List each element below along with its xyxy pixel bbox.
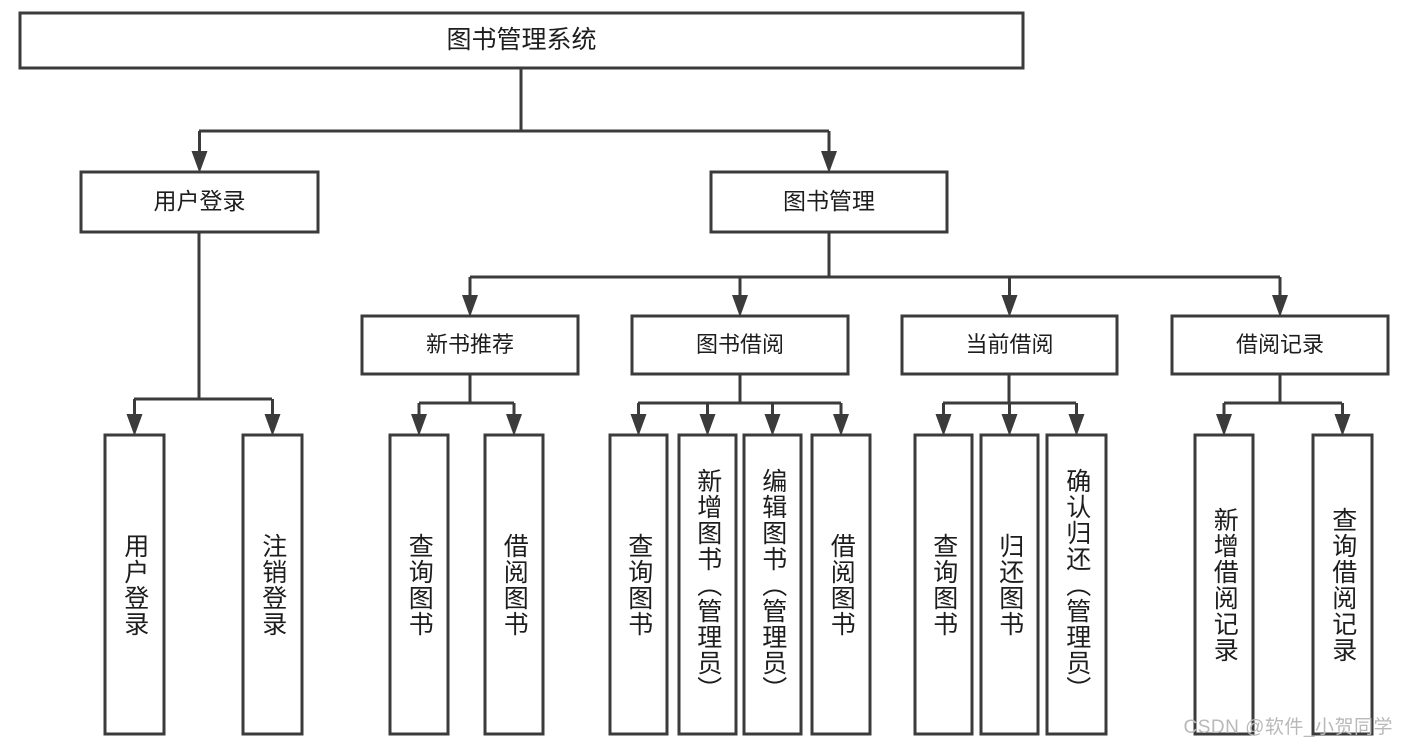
edge-book_borrow-to-leaf_borrow_book_b [833, 403, 849, 436]
node-label-book-mgmt: 图书管理 [783, 188, 875, 214]
edge-book_mgmt-to-book_borrow [732, 277, 748, 317]
edges-layer [126, 68, 1351, 436]
node-leaf-user-login[interactable] [103, 433, 166, 736]
arrow-head-leaf_borrow_book_b [833, 414, 849, 436]
edge-book_mgmt-to-new_book_rec [462, 277, 478, 317]
node-leaf-user-logout[interactable] [241, 433, 304, 736]
node-box-leaf-borrow-book-rec[interactable] [483, 433, 545, 736]
node-leaf-return-book[interactable] [979, 433, 1040, 736]
user-login-bus [134, 232, 272, 401]
node-leaf-add-record[interactable] [1193, 433, 1255, 736]
arrow-head-borrow_record [1272, 295, 1288, 317]
node-box-root[interactable] [18, 11, 1025, 70]
edge-root-to-user_login [191, 131, 208, 173]
node-box-user-login[interactable] [79, 170, 320, 234]
node-leaf-add-book[interactable] [677, 433, 738, 736]
arrow-head-leaf_query_book_b [630, 414, 647, 436]
node-box-borrow-record[interactable] [1170, 314, 1390, 376]
node-box-book-borrow[interactable] [630, 314, 850, 376]
book-mgmt-bus [470, 232, 1280, 279]
arrow-head-leaf_add_record [1216, 414, 1232, 436]
node-user-login[interactable]: 用户登录 [79, 170, 320, 234]
edge-book_borrow-to-leaf_edit_book [764, 403, 781, 436]
node-book-borrow[interactable]: 图书借阅 [630, 314, 850, 376]
node-box-leaf-user-login[interactable] [103, 433, 166, 736]
arrow-head-current_borrow [1001, 295, 1018, 317]
arrow-head-leaf_add_book [699, 414, 716, 436]
root-bus [199, 68, 829, 133]
node-box-leaf-borrow-book-b[interactable] [810, 433, 872, 736]
borrow-record-bus [1224, 374, 1342, 405]
edge-borrow_record-to-leaf_query_record [1334, 403, 1351, 436]
edge-book_borrow-to-leaf_query_book_b [630, 403, 647, 436]
edge-borrow_record-to-leaf_add_record [1216, 403, 1232, 436]
node-box-leaf-confirm-return[interactable] [1045, 433, 1108, 736]
arrow-head-user_login [191, 151, 208, 173]
node-root[interactable]: 图书管理系统 [18, 11, 1025, 70]
edge-book_mgmt-to-current_borrow [1001, 277, 1018, 317]
node-box-leaf-add-record[interactable] [1193, 433, 1255, 736]
node-leaf-query-book-rec[interactable] [388, 433, 450, 736]
arrow-head-leaf_query_record [1334, 414, 1351, 436]
node-box-leaf-add-book[interactable] [677, 433, 738, 736]
node-leaf-query-book-b[interactable] [608, 433, 669, 736]
node-label-book-borrow: 图书借阅 [696, 332, 784, 357]
node-leaf-query-record[interactable] [1311, 433, 1374, 736]
node-borrow-record[interactable]: 借阅记录 [1170, 314, 1390, 376]
arrow-head-leaf_return_book [1001, 414, 1018, 436]
node-box-book-mgmt[interactable] [709, 170, 949, 234]
node-leaf-borrow-book-rec[interactable] [483, 433, 545, 736]
current-borrow-bus [943, 374, 1076, 405]
edge-current_borrow-to-leaf_confirm_return [1068, 403, 1085, 436]
node-label-current-borrow: 当前借阅 [965, 332, 1053, 357]
edge-book_borrow-to-leaf_add_book [699, 403, 716, 436]
node-box-leaf-query-book-b[interactable] [608, 433, 669, 736]
node-leaf-confirm-return[interactable] [1045, 433, 1108, 736]
edge-new_book_rec-to-leaf_borrow_book_rec [506, 403, 522, 436]
node-box-leaf-user-logout[interactable] [241, 433, 304, 736]
node-book-mgmt[interactable]: 图书管理 [709, 170, 949, 234]
arrow-head-leaf_borrow_book_rec [506, 414, 522, 436]
edge-current_borrow-to-leaf_return_book [1001, 403, 1018, 436]
node-new-book-rec[interactable]: 新书推荐 [360, 314, 580, 376]
node-label-borrow-record: 借阅记录 [1236, 332, 1324, 357]
arrow-head-book_mgmt [821, 151, 837, 173]
arrow-head-leaf_confirm_return [1068, 414, 1085, 436]
edge-user_login-to-leaf_user_login [126, 399, 143, 436]
node-box-leaf-query-book-rec[interactable] [388, 433, 450, 736]
node-box-new-book-rec[interactable] [360, 314, 580, 376]
node-box-current-borrow[interactable] [900, 314, 1119, 376]
node-leaf-query-book-c[interactable] [913, 433, 974, 736]
node-leaf-borrow-book-b[interactable] [810, 433, 872, 736]
node-box-leaf-return-book[interactable] [979, 433, 1040, 736]
arrow-head-book_borrow [732, 295, 748, 317]
edge-user_login-to-leaf_user_logout [264, 399, 281, 436]
edge-book_mgmt-to-borrow_record [1272, 277, 1288, 317]
arrow-head-new_book_rec [462, 295, 478, 317]
arrow-head-leaf_edit_book [764, 414, 781, 436]
node-leaf-edit-book[interactable] [742, 433, 803, 736]
edge-new_book_rec-to-leaf_query_book_rec [411, 403, 427, 436]
edge-current_borrow-to-leaf_query_book_c [935, 403, 952, 436]
node-current-borrow[interactable]: 当前借阅 [900, 314, 1119, 376]
arrow-head-leaf_query_book_c [935, 414, 952, 436]
arrow-head-leaf_user_logout [264, 414, 281, 436]
new-book-bus [419, 374, 514, 405]
node-label-new-book-rec: 新书推荐 [426, 332, 514, 357]
node-box-leaf-edit-book[interactable] [742, 433, 803, 736]
node-box-leaf-query-record[interactable] [1311, 433, 1374, 736]
book-borrow-bus [638, 374, 841, 405]
node-label-root: 图书管理系统 [446, 26, 596, 54]
arrow-head-leaf_user_login [126, 414, 143, 436]
node-label-user-login: 用户登录 [154, 188, 246, 214]
arrow-head-leaf_query_book_rec [411, 414, 427, 436]
node-box-leaf-query-book-c[interactable] [913, 433, 974, 736]
edge-root-to-book_mgmt [821, 131, 837, 173]
